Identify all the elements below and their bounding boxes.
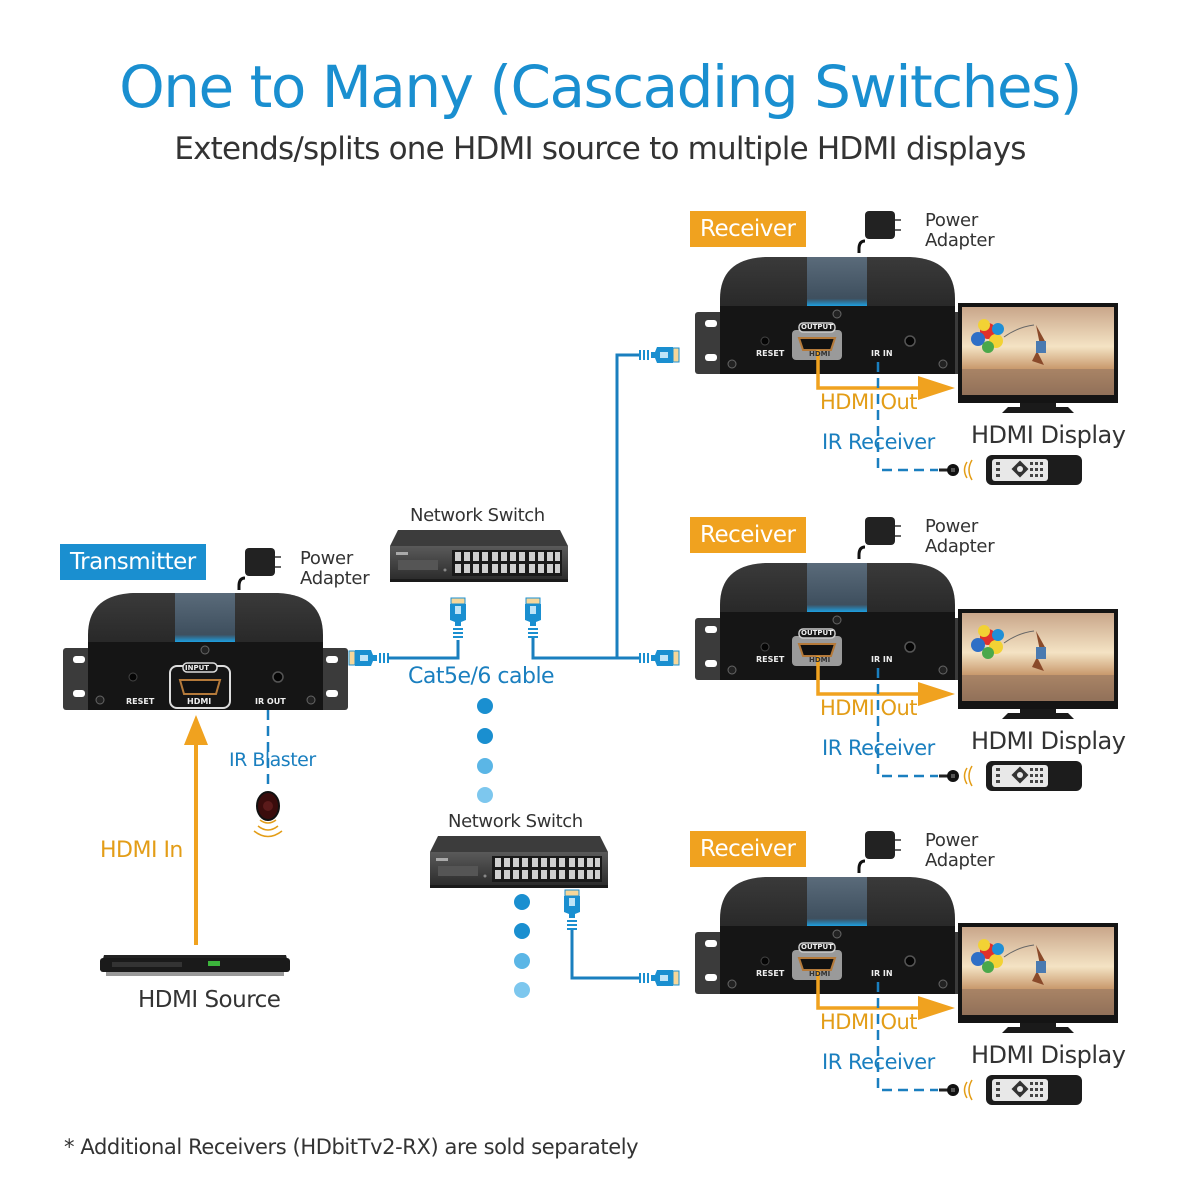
hdmi-display-label: HDMI Display bbox=[971, 727, 1126, 755]
hdmi-output-port bbox=[792, 628, 842, 666]
remote-control-icon bbox=[986, 1075, 1082, 1105]
receiver-output-label: OUTPUT bbox=[801, 629, 833, 637]
power-label: Power bbox=[300, 548, 353, 569]
cascade-dots-lower bbox=[514, 894, 530, 998]
cable-label: Cat5e/6 cable bbox=[408, 664, 555, 689]
hdmi-out-label: HDMI Out bbox=[820, 390, 918, 414]
power-label: Power bbox=[925, 210, 978, 231]
ir-receiver-cable bbox=[876, 362, 974, 482]
hdmi-display-label: HDMI Display bbox=[971, 421, 1126, 449]
hdmi-out-arrow bbox=[816, 970, 955, 1020]
hdmi-source-label: HDMI Source bbox=[138, 987, 281, 1013]
hdmi-in-arrow bbox=[184, 715, 208, 945]
transmitter-hdmi-label: HDMI bbox=[187, 697, 212, 706]
hdmi-output-port bbox=[792, 942, 842, 980]
transmitter-power-adapter-label: Power Adapter bbox=[300, 548, 370, 589]
receiver-tag: Receiver bbox=[690, 211, 806, 247]
tv-display bbox=[957, 302, 1119, 414]
network-switch-2 bbox=[430, 836, 608, 888]
receiver-hdmi-label: HDMI bbox=[809, 350, 831, 358]
remote-control-icon bbox=[986, 761, 1082, 791]
receiver-tag: Receiver bbox=[690, 517, 806, 553]
network-switch-2-label: Network Switch bbox=[448, 811, 583, 832]
hdmi-source-player bbox=[100, 955, 290, 976]
network-switch-1 bbox=[390, 530, 568, 582]
adapter-label: Adapter bbox=[925, 850, 995, 871]
power-label: Power bbox=[925, 516, 978, 537]
diagram-subtitle: Extends/splits one HDMI source to multip… bbox=[174, 131, 1026, 167]
power-adapter-icon bbox=[237, 546, 283, 592]
power-adapter-icon bbox=[857, 829, 903, 875]
receiver-reset-label: RESET bbox=[756, 969, 785, 978]
ir-receiver-cable bbox=[876, 668, 974, 788]
transmitter-tag: Transmitter bbox=[60, 544, 206, 580]
hdmi-output-port bbox=[792, 322, 842, 360]
hdmi-out-label: HDMI Out bbox=[820, 696, 918, 720]
hdmi-input-port bbox=[169, 662, 231, 709]
receiver-3 bbox=[694, 829, 1119, 1105]
diagram-title: One to Many (Cascading Switches) bbox=[119, 53, 1082, 121]
network-switch-1-label: Network Switch bbox=[410, 505, 545, 526]
receiver-reset-label: RESET bbox=[756, 655, 785, 664]
receiver-irin-label: IR IN bbox=[871, 969, 893, 978]
receiver-output-label: OUTPUT bbox=[801, 323, 833, 331]
receiver-hdmi-label: HDMI bbox=[809, 970, 831, 978]
adapter-label: Adapter bbox=[925, 230, 995, 251]
ir-receiver-label: IR Receiver bbox=[822, 1050, 935, 1074]
receiver-hdmi-label: HDMI bbox=[809, 656, 831, 664]
cascade-dots-upper bbox=[477, 698, 493, 803]
hdmi-in-label: HDMI In bbox=[100, 838, 183, 863]
transmitter-input-label: INPUT bbox=[185, 664, 210, 672]
hdmi-out-arrow bbox=[816, 350, 955, 400]
hdmi-out-arrow bbox=[816, 656, 955, 706]
power-adapter-icon bbox=[857, 209, 903, 255]
ir-receiver-label: IR Receiver bbox=[822, 430, 935, 454]
adapter-label: Adapter bbox=[300, 568, 370, 589]
footnote: * Additional Receivers (HDbitTv2-RX) are… bbox=[64, 1135, 639, 1159]
ir-receiver-label: IR Receiver bbox=[822, 736, 935, 760]
transmitter-irout-label: IR OUT bbox=[255, 697, 286, 706]
power-adapter-icon bbox=[857, 515, 903, 561]
ir-blaster-label: IR Blaster bbox=[229, 749, 316, 771]
receiver-irin-label: IR IN bbox=[871, 349, 893, 358]
receiver-tag: Receiver bbox=[690, 831, 806, 867]
ir-receiver-cable bbox=[876, 982, 974, 1102]
tv-display bbox=[957, 608, 1119, 720]
hdmi-display-label: HDMI Display bbox=[971, 1041, 1126, 1069]
power-label: Power bbox=[925, 830, 978, 851]
hdmi-out-label: HDMI Out bbox=[820, 1010, 918, 1034]
receiver-irin-label: IR IN bbox=[871, 655, 893, 664]
ir-blaster-cable bbox=[253, 710, 283, 838]
transmitter-reset-label: RESET bbox=[126, 697, 155, 706]
tv-display bbox=[957, 922, 1119, 1034]
cat-cable-network bbox=[349, 346, 680, 987]
remote-control-icon bbox=[986, 455, 1082, 485]
receiver-1 bbox=[694, 209, 1119, 485]
receiver-output-label: OUTPUT bbox=[801, 943, 833, 951]
receiver-reset-label: RESET bbox=[756, 349, 785, 358]
receiver-2 bbox=[694, 515, 1119, 791]
adapter-label: Adapter bbox=[925, 536, 995, 557]
